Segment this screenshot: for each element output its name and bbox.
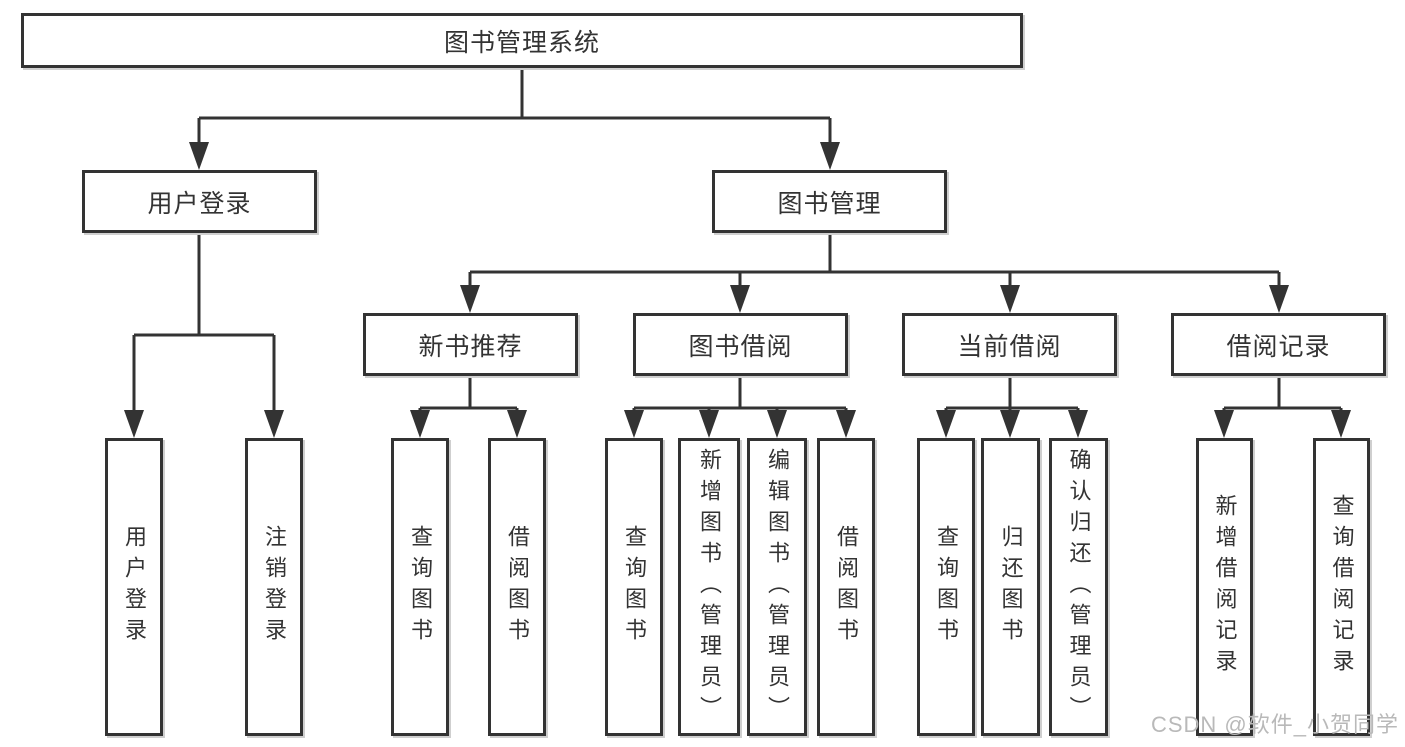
leaf-label: 借阅图书: [505, 525, 530, 649]
node-book-management: 图书管理: [712, 170, 947, 233]
arrow-down-icon: [507, 410, 527, 438]
node-label: 当前借阅: [957, 332, 1062, 361]
leaf-add-borrow-record: 新增借阅记录: [1196, 438, 1253, 736]
arrow-down-icon: [836, 410, 856, 438]
leaf-label: 新增图书（管理员）: [697, 447, 722, 727]
node-label: 图书借阅: [688, 332, 793, 361]
node-current-borrow: 当前借阅: [902, 313, 1117, 376]
leaf-label: 查询借阅记录: [1329, 494, 1355, 680]
leaf-label: 新增借阅记录: [1212, 494, 1238, 680]
node-borrow-records: 借阅记录: [1171, 313, 1386, 376]
node-book-borrow: 图书借阅: [633, 313, 848, 376]
arrow-down-icon: [1068, 410, 1088, 438]
node-label: 用户登录: [147, 189, 252, 218]
node-label: 新书推荐: [418, 332, 523, 361]
connector-lines: [132, 68, 1343, 434]
leaf-edit-book-admin: 编辑图书（管理员）: [747, 438, 807, 736]
arrow-down-icon: [1214, 410, 1234, 438]
leaf-label: 编辑图书（管理员）: [765, 447, 790, 727]
leaf-add-book-admin: 新增图书（管理员）: [678, 438, 740, 736]
arrowhead-icons: [124, 142, 1351, 438]
leaf-return-book: 归还图书: [981, 438, 1040, 736]
arrow-down-icon: [1269, 285, 1289, 313]
arrow-down-icon: [820, 142, 840, 170]
node-label: 借阅记录: [1226, 332, 1331, 361]
leaf-label: 确认归还（管理员）: [1066, 447, 1092, 727]
leaf-label: 查询图书: [408, 525, 433, 649]
arrow-down-icon: [624, 410, 644, 438]
leaf-label: 查询图书: [934, 525, 959, 649]
leaf-query-book-current: 查询图书: [917, 438, 975, 736]
leaf-label: 查询图书: [622, 525, 647, 649]
arrow-down-icon: [124, 410, 144, 438]
arrow-down-icon: [730, 285, 750, 313]
leaf-label: 借阅图书: [834, 525, 859, 649]
arrow-down-icon: [699, 410, 719, 438]
arrow-down-icon: [410, 410, 430, 438]
leaf-borrow-book-recommend: 借阅图书: [488, 438, 546, 736]
leaf-label: 归还图书: [998, 525, 1024, 649]
arrow-down-icon: [264, 410, 284, 438]
node-user-login-group: 用户登录: [82, 170, 317, 233]
leaf-query-book-recommend: 查询图书: [391, 438, 449, 736]
node-root: 图书管理系统: [21, 13, 1023, 68]
arrow-down-icon: [1000, 285, 1020, 313]
csdn-watermark: CSDN @软件_小贺同学: [1150, 712, 1399, 737]
node-root-label: 图书管理系统: [443, 28, 600, 57]
arrow-down-icon: [1000, 410, 1020, 438]
arrow-down-icon: [460, 285, 480, 313]
leaf-label: 注销登录: [262, 525, 287, 649]
node-new-book-recommend: 新书推荐: [363, 313, 578, 376]
leaf-borrow-book: 借阅图书: [817, 438, 875, 736]
leaf-logout-login: 注销登录: [245, 438, 303, 736]
arrow-down-icon: [1331, 410, 1351, 438]
leaf-confirm-return-admin: 确认归还（管理员）: [1049, 438, 1108, 736]
leaf-query-borrow-record: 查询借阅记录: [1313, 438, 1370, 736]
leaf-user-login: 用户登录: [105, 438, 163, 736]
leaf-label: 用户登录: [122, 525, 147, 649]
leaf-query-book-borrow: 查询图书: [605, 438, 663, 736]
arrow-down-icon: [189, 142, 209, 170]
node-label: 图书管理: [777, 189, 882, 218]
arrow-down-icon: [767, 410, 787, 438]
arrow-down-icon: [936, 410, 956, 438]
